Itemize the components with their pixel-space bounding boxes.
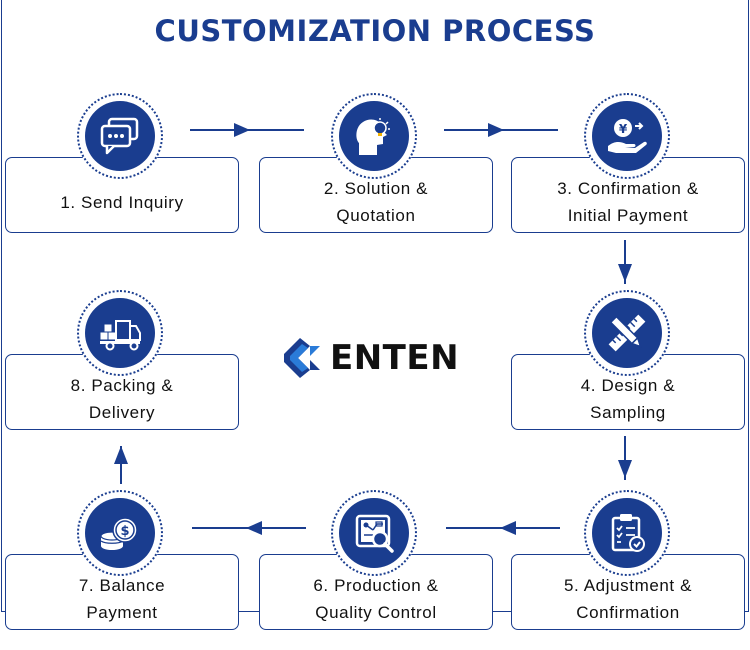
coin-stack-icon: $ xyxy=(77,490,163,576)
step-label: 2. Solution & Quotation xyxy=(323,179,429,225)
step-label: 6. Production & Quality Control xyxy=(313,576,439,622)
step-label: 4. Design & Sampling xyxy=(580,376,676,422)
arrow-left-6-7 xyxy=(192,521,306,535)
step-label: 7. Balance Payment xyxy=(78,576,166,622)
blueprint-magnifier-icon xyxy=(331,490,417,576)
clipboard-check-icon xyxy=(584,490,670,576)
lightbulb-head-icon xyxy=(331,93,417,179)
logo-text: ENTEN xyxy=(330,338,460,378)
delivery-truck-icon xyxy=(77,290,163,376)
arrow-up-7-8 xyxy=(114,446,128,484)
step-label: 8. Packing & Delivery xyxy=(70,376,174,422)
enten-logo-mark xyxy=(284,338,320,378)
chat-bubbles-icon xyxy=(77,93,163,179)
yen-coin-hand-icon: ¥ xyxy=(584,93,670,179)
enten-logo: ENTEN xyxy=(280,334,480,382)
step-label: 1. Send Inquiry xyxy=(60,192,184,212)
page-title: CUSTOMIZATION PROCESS xyxy=(154,14,596,48)
step-label: 3. Confirmation & Initial Payment xyxy=(557,179,699,225)
arrow-left-5-6 xyxy=(446,521,560,535)
arrow-right-1-2 xyxy=(190,123,304,137)
svg-text:$: $ xyxy=(120,524,129,539)
svg-text:¥: ¥ xyxy=(619,122,628,136)
ruler-pencil-icon xyxy=(584,290,670,376)
arrow-down-3-4 xyxy=(618,240,632,284)
arrow-right-2-3 xyxy=(444,123,558,137)
step-label: 5. Adjustment & Confirmation xyxy=(563,576,693,622)
arrow-down-4-5 xyxy=(618,436,632,480)
